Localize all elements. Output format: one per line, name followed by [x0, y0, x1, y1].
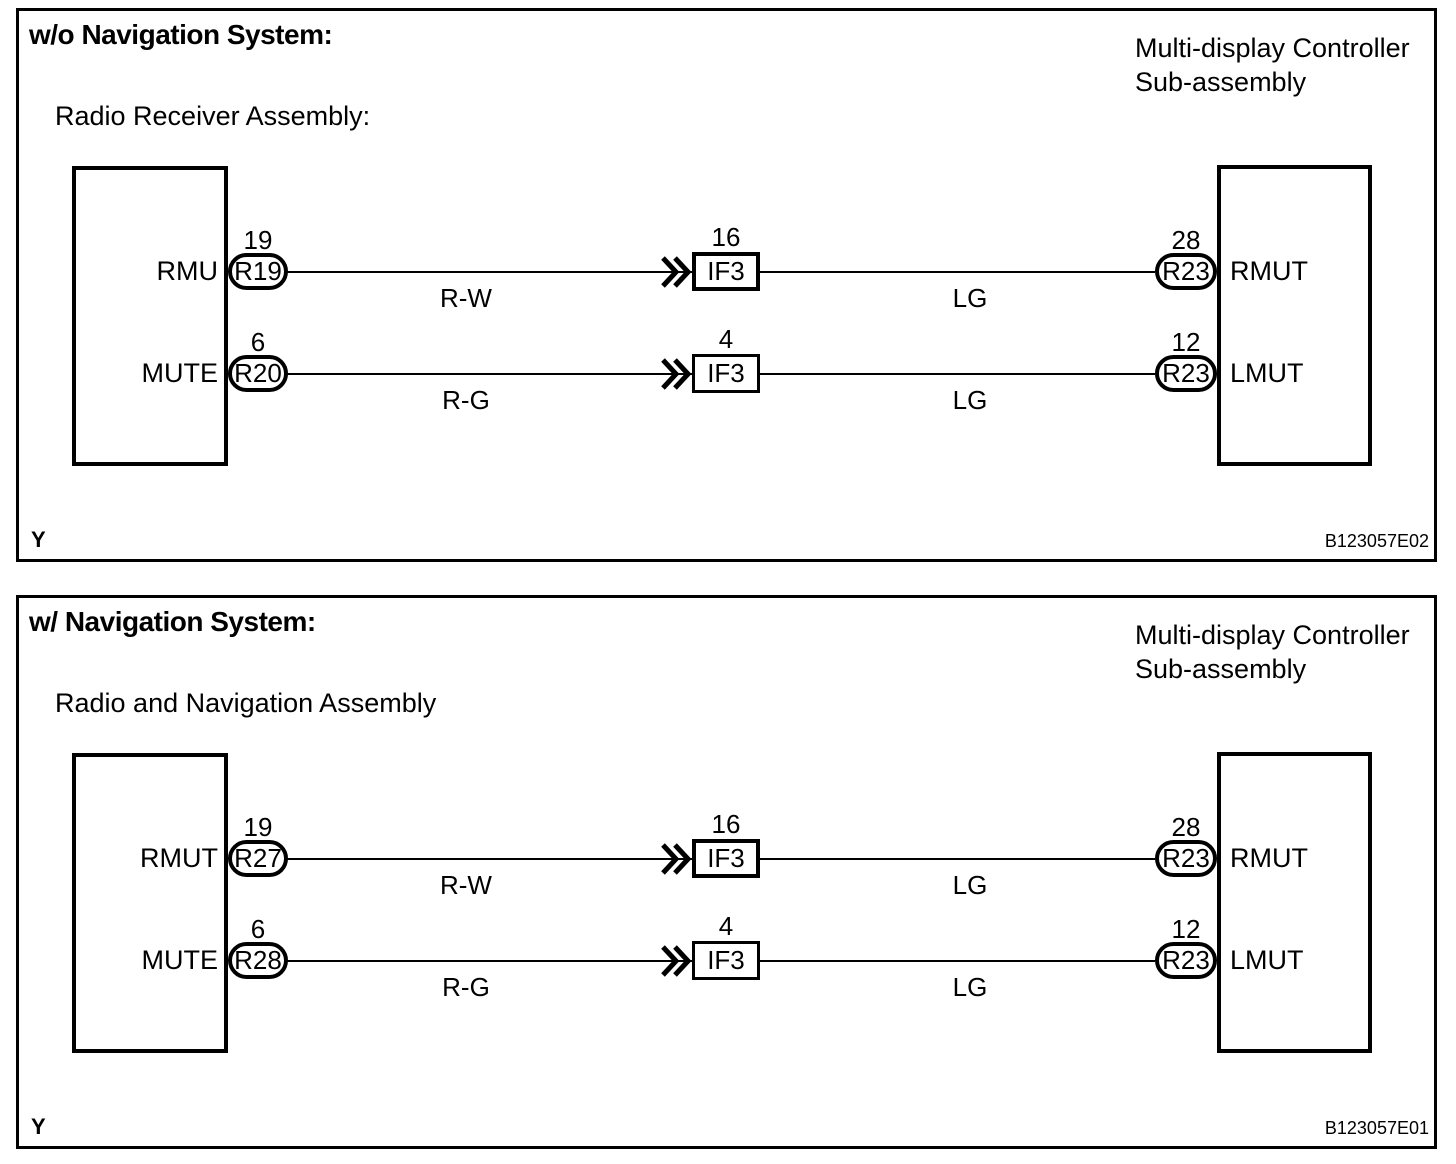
- right-connector-badge: R23: [1155, 253, 1217, 290]
- mid-connector-badge: IF3: [692, 354, 760, 393]
- wire-color-label: R-W: [440, 283, 492, 313]
- right-pin-number: 12: [1171, 914, 1201, 944]
- figure-code: B123057E02: [1324, 531, 1429, 551]
- right-terminal-label: LMUT: [1230, 358, 1304, 388]
- wire-segment-right: [760, 373, 1155, 375]
- wire-color-label: LG: [952, 283, 988, 313]
- panel-title: w/ Navigation System:: [29, 606, 316, 637]
- wire-segment-right: [760, 858, 1155, 860]
- double-chevron-right-icon: [661, 255, 692, 289]
- right-pin-number: 28: [1171, 225, 1201, 255]
- wire-color-label: LG: [952, 972, 988, 1002]
- wire-color-label: R-G: [442, 972, 490, 1002]
- wire-segment-right: [760, 271, 1155, 273]
- left-pin-number: 6: [250, 914, 266, 944]
- mid-connector-badge: IF3: [692, 941, 760, 980]
- wire-segment-left: [286, 858, 692, 860]
- panel-without-navigation: w/o Navigation System: Radio Receiver As…: [16, 8, 1437, 562]
- right-connector-badge: R23: [1155, 355, 1217, 392]
- right-assembly-label-line1: Multi-display Controller: [1135, 33, 1410, 63]
- mid-pin-number: 16: [711, 809, 741, 839]
- left-connector-badge: R28: [228, 942, 288, 979]
- panel-title: w/o Navigation System:: [29, 19, 333, 50]
- left-terminal-label: MUTE: [141, 358, 219, 388]
- mid-pin-number: 4: [718, 911, 734, 941]
- right-pin-number: 12: [1171, 327, 1201, 357]
- wire-color-label: R-W: [440, 870, 492, 900]
- double-chevron-right-icon: [661, 842, 692, 876]
- wire-color-label: LG: [952, 385, 988, 415]
- left-component-box: [72, 753, 228, 1053]
- left-connector-badge: R20: [228, 355, 288, 392]
- right-assembly-label-line2: Sub-assembly: [1135, 67, 1307, 97]
- wire-segment-right: [760, 960, 1155, 962]
- left-connector-badge: R19: [228, 253, 288, 290]
- corner-marker: Y: [31, 1114, 46, 1139]
- left-terminal-label: MUTE: [141, 945, 219, 975]
- left-pin-number: 6: [250, 327, 266, 357]
- wire-segment-left: [286, 373, 692, 375]
- double-chevron-right-icon: [661, 944, 692, 978]
- right-assembly-label-line1: Multi-display Controller: [1135, 620, 1410, 650]
- mid-connector-badge: IF3: [692, 252, 760, 291]
- left-terminal-label: RMU: [156, 256, 219, 286]
- wire-segment-left: [286, 271, 692, 273]
- left-connector-badge: R27: [228, 840, 288, 877]
- left-pin-number: 19: [243, 225, 273, 255]
- left-assembly-label: Radio Receiver Assembly:: [55, 101, 371, 131]
- mid-connector-badge: IF3: [692, 839, 760, 878]
- left-assembly-label: Radio and Navigation Assembly: [55, 688, 437, 718]
- right-assembly-label: Multi-display Controller Sub-assembly: [1135, 31, 1410, 99]
- panel-with-navigation: w/ Navigation System: Radio and Navigati…: [16, 595, 1437, 1149]
- right-component-box: [1217, 752, 1372, 1053]
- wire-color-label: R-G: [442, 385, 490, 415]
- right-pin-number: 28: [1171, 812, 1201, 842]
- wire-color-label: LG: [952, 870, 988, 900]
- right-terminal-label: RMUT: [1230, 843, 1308, 873]
- corner-marker: Y: [31, 527, 46, 552]
- right-terminal-label: RMUT: [1230, 256, 1308, 286]
- right-component-box: [1217, 165, 1372, 466]
- double-chevron-right-icon: [661, 357, 692, 391]
- right-assembly-label: Multi-display Controller Sub-assembly: [1135, 618, 1410, 686]
- left-component-box: [72, 166, 228, 466]
- right-assembly-label-line2: Sub-assembly: [1135, 654, 1307, 684]
- wire-segment-left: [286, 960, 692, 962]
- right-terminal-label: LMUT: [1230, 945, 1304, 975]
- left-terminal-label: RMUT: [140, 843, 218, 873]
- left-pin-number: 19: [243, 812, 273, 842]
- mid-pin-number: 16: [711, 222, 741, 252]
- figure-code: B123057E01: [1324, 1118, 1429, 1138]
- mid-pin-number: 4: [718, 324, 734, 354]
- right-connector-badge: R23: [1155, 942, 1217, 979]
- right-connector-badge: R23: [1155, 840, 1217, 877]
